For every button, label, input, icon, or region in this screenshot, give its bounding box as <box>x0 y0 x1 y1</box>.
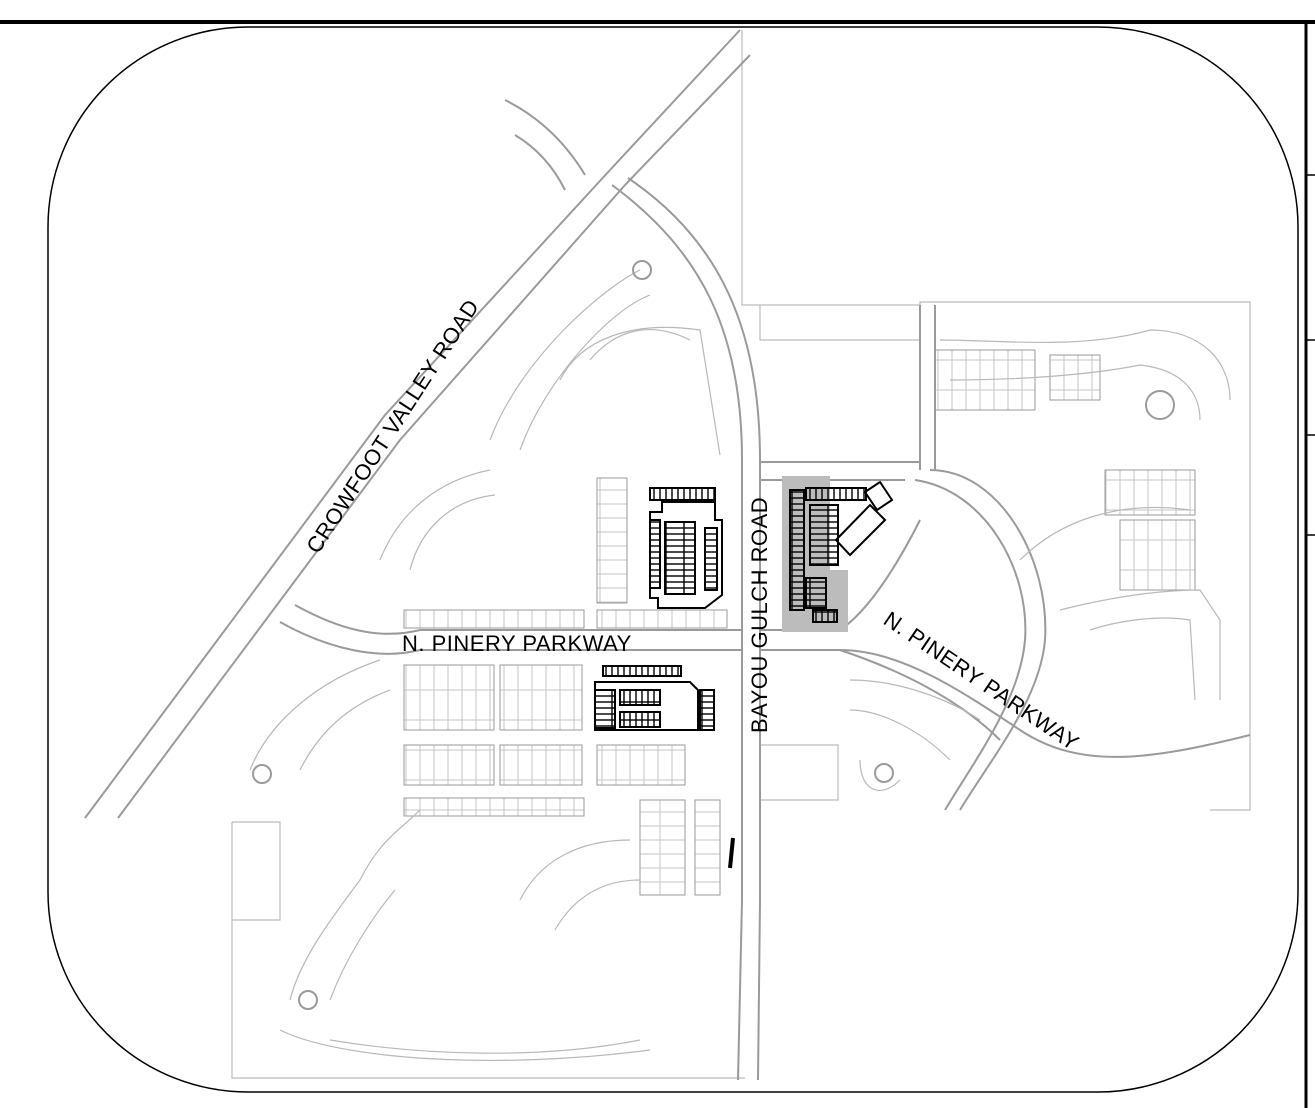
road-network <box>84 29 1251 1081</box>
residential-lots <box>403 349 1196 896</box>
parcel-boundaries <box>231 30 1251 1079</box>
map-viewport-frame <box>47 26 1299 1093</box>
title-block-ticks <box>1306 174 1315 536</box>
curved-lot-rows <box>249 269 1231 1062</box>
label-n-pinery-parkway-west: N. PINERY PARKWAY <box>402 631 632 656</box>
building-cluster-east <box>789 480 894 623</box>
cul-de-sacs <box>252 260 1175 1010</box>
label-bayou-gulch-road: BAYOU GULCH ROAD <box>747 497 772 733</box>
building-cluster-north <box>649 487 723 609</box>
road-marker <box>728 837 735 869</box>
building-cluster-south <box>594 665 715 731</box>
